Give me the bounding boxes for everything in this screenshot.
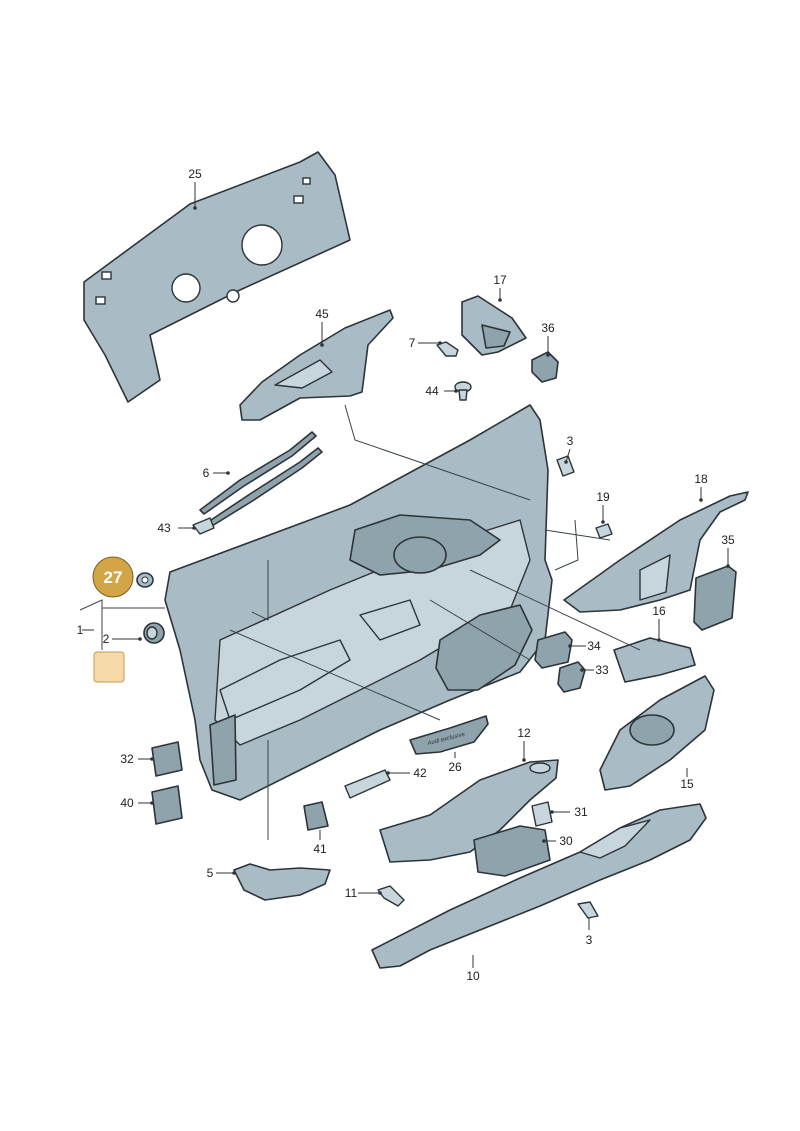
part-10-lower-trim[interactable] bbox=[371, 803, 707, 969]
part-6-seal-strip[interactable] bbox=[199, 431, 323, 527]
callout-19: 19 bbox=[596, 490, 610, 504]
part-43-bracket[interactable] bbox=[192, 517, 215, 535]
callout-5: 5 bbox=[207, 866, 214, 880]
callout-32: 32 bbox=[120, 752, 134, 766]
callout-18: 18 bbox=[694, 472, 708, 486]
callout-12: 12 bbox=[517, 726, 531, 740]
part-12-switch-bracket[interactable] bbox=[379, 759, 559, 863]
callout-leaders bbox=[82, 182, 730, 968]
badge-27-label: 27 bbox=[104, 568, 123, 587]
part-32-switch[interactable] bbox=[151, 741, 183, 777]
part-2-grommet[interactable] bbox=[143, 622, 165, 644]
callout-44: 44 bbox=[425, 384, 439, 398]
part-44-clip[interactable] bbox=[454, 381, 472, 401]
callout-45: 45 bbox=[315, 307, 329, 321]
door-trim-panel[interactable] bbox=[164, 404, 553, 801]
part-26-trim-strip[interactable]: Audi exclusive bbox=[409, 715, 489, 755]
callout-6: 6 bbox=[203, 466, 210, 480]
part-3-screw-bottom[interactable] bbox=[577, 901, 599, 919]
part-1-indicator[interactable] bbox=[93, 651, 125, 683]
part-11-screw[interactable] bbox=[377, 885, 405, 907]
callout-3-top: 3 bbox=[567, 434, 574, 448]
part-7-bolt[interactable] bbox=[436, 341, 459, 357]
callout-35: 35 bbox=[721, 533, 735, 547]
callout-10: 10 bbox=[466, 969, 480, 983]
part-36-switch[interactable] bbox=[531, 351, 559, 383]
part-33-switch[interactable] bbox=[557, 661, 586, 693]
part-19-clip[interactable] bbox=[595, 523, 613, 539]
callout-43: 43 bbox=[157, 521, 171, 535]
part-41-switch[interactable] bbox=[303, 801, 329, 831]
part-3-screw-top[interactable] bbox=[556, 455, 575, 477]
part-25-insulation-panel[interactable] bbox=[83, 151, 351, 403]
part-30-window-switch[interactable] bbox=[473, 825, 551, 877]
callout-11: 11 bbox=[345, 886, 358, 900]
callout-33: 33 bbox=[595, 663, 609, 677]
callout-15: 15 bbox=[680, 777, 694, 791]
callout-34: 34 bbox=[587, 639, 601, 653]
part-34-switch[interactable] bbox=[534, 631, 573, 669]
callout-30: 30 bbox=[559, 834, 573, 848]
callout-26: 26 bbox=[448, 760, 462, 774]
part-40-switch[interactable] bbox=[151, 785, 183, 825]
callout-3-bottom: 3 bbox=[586, 933, 593, 947]
callout-7: 7 bbox=[409, 336, 416, 350]
callout-40: 40 bbox=[120, 796, 134, 810]
callout-42: 42 bbox=[413, 766, 427, 780]
part-42-clip-strip[interactable] bbox=[344, 769, 391, 799]
part-16-trim-cover[interactable] bbox=[613, 637, 696, 683]
assembly-guide-lines bbox=[79, 404, 641, 840]
part-31-switch[interactable] bbox=[531, 801, 553, 827]
part-5-bottom-trim[interactable] bbox=[233, 863, 331, 901]
callout-labels: 25 17 45 7 36 44 3 6 18 19 43 35 1 2 16 … bbox=[77, 167, 735, 983]
callout-41: 41 bbox=[313, 842, 327, 856]
part-17-mirror-cover[interactable] bbox=[461, 295, 527, 356]
part-27-highlighted[interactable] bbox=[136, 572, 154, 588]
callout-25: 25 bbox=[188, 167, 202, 181]
callout-2: 2 bbox=[103, 632, 110, 646]
callout-36: 36 bbox=[541, 321, 555, 335]
part-45-upper-trim[interactable] bbox=[239, 309, 394, 421]
part-27-badge[interactable]: 27 bbox=[92, 556, 134, 598]
callout-1: 1 bbox=[77, 623, 84, 637]
part-35-switch-block[interactable] bbox=[693, 565, 737, 631]
part-15-speaker-grille[interactable] bbox=[599, 675, 715, 791]
callout-16: 16 bbox=[652, 604, 666, 618]
callout-31: 31 bbox=[574, 805, 588, 819]
part-18-armrest-trim[interactable] bbox=[563, 491, 749, 613]
callout-17: 17 bbox=[493, 273, 507, 287]
